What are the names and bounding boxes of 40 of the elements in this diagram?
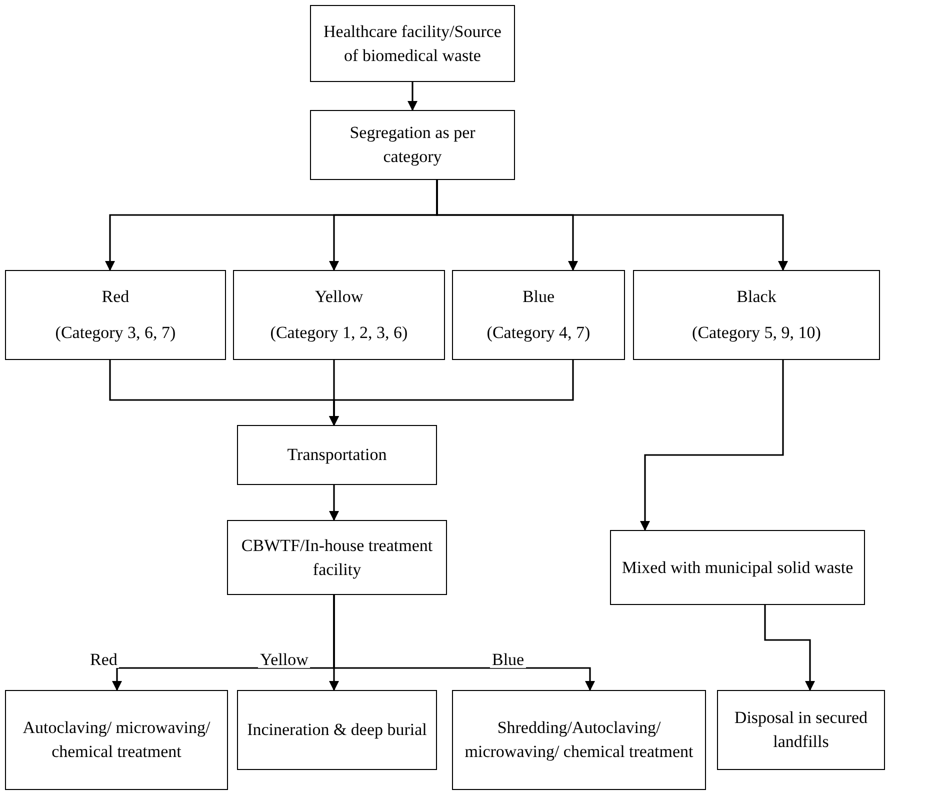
process-box [5, 690, 228, 790]
arrow [408, 82, 418, 111]
box-text: (Category 4, 7) [486, 322, 590, 344]
process-box [227, 520, 447, 595]
process-box [237, 425, 437, 485]
box-text: Transportation [287, 444, 387, 466]
box-text: Yellow [314, 286, 364, 308]
arrow [329, 360, 574, 426]
process-box [5, 270, 226, 360]
edge-label: Red [88, 651, 120, 668]
box-text: Mixed with municipal solid waste [622, 556, 854, 579]
box-text: (Category 5, 9, 10) [692, 322, 821, 344]
arrow [329, 485, 339, 521]
box-text: Healthcare facility/Source of biomedical waste [322, 20, 502, 66]
box-text: Incineration & deep burial [247, 719, 427, 742]
box-text: Red [102, 286, 130, 308]
box-text: (Category 1, 2, 3, 6) [270, 322, 408, 344]
box-text: CBWTF/In-house treatment facility [240, 534, 434, 581]
box-text: Disposal in secured landfills [733, 707, 869, 753]
process-box [233, 270, 445, 360]
box-text: Black [736, 286, 776, 308]
process-box [237, 690, 437, 770]
edge-label: Blue [490, 651, 526, 668]
box-text: (Category 3, 6, 7) [55, 322, 176, 344]
edge-label: Yellow [258, 651, 310, 668]
box-text: Shredding/Autoclaving/ microwaving/ chemical treatment [464, 717, 694, 763]
arrow [764, 605, 815, 691]
process-box [717, 690, 885, 770]
arrow [436, 180, 788, 271]
box-text: Segregation as per category [348, 122, 476, 168]
process-box [452, 690, 706, 790]
arrow [640, 360, 784, 531]
process-box [310, 110, 515, 180]
process-box [610, 530, 865, 605]
arrow [333, 595, 595, 691]
box-text: Autoclaving/ microwaving/ chemical treatment [22, 717, 212, 763]
process-box [452, 270, 625, 360]
box-text: Blue [522, 286, 555, 308]
process-box [310, 5, 515, 82]
process-box [633, 270, 880, 360]
